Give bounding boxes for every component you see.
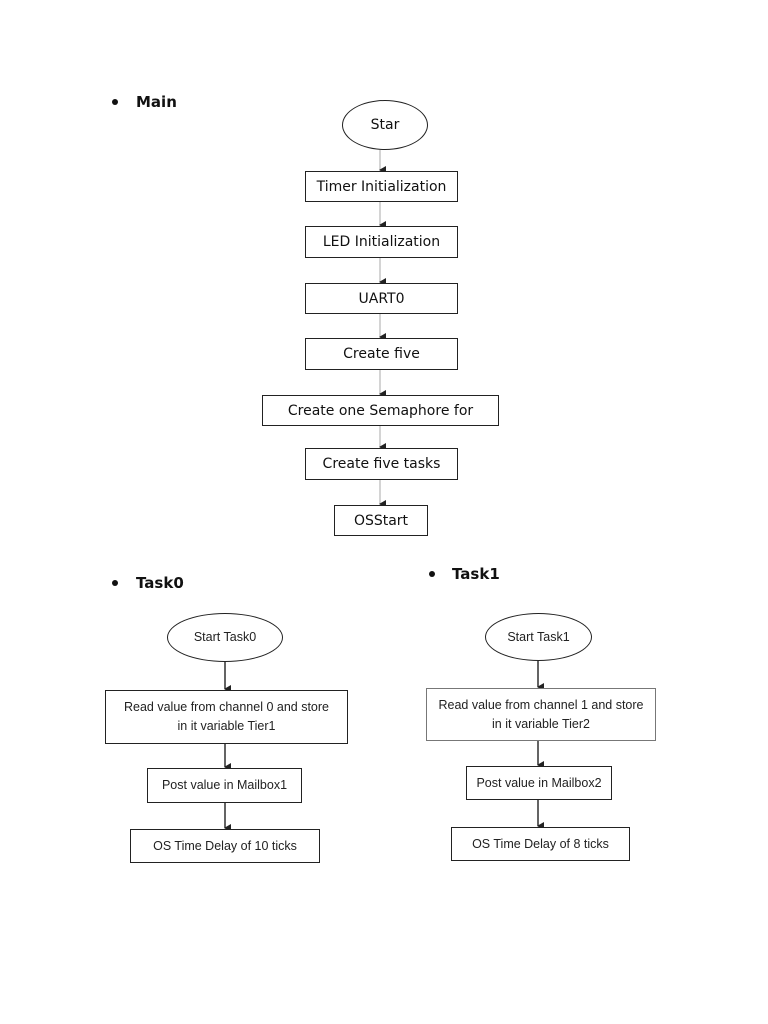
- task0-delay-step: OS Time Delay of 10 ticks: [130, 829, 320, 863]
- step-led-init: LED Initialization: [305, 226, 458, 258]
- step-create-semaphore: Create one Semaphore for: [262, 395, 499, 426]
- task0-start-node: Start Task0: [167, 613, 283, 662]
- task0-read-step: Read value from channel 0 and store in i…: [105, 690, 348, 744]
- task1-delay-step: OS Time Delay of 8 ticks: [451, 827, 630, 861]
- step-create-tasks: Create five tasks: [305, 448, 458, 480]
- start-node: Star: [342, 100, 428, 150]
- step-timer-init: Timer Initialization: [305, 171, 458, 202]
- step-uart-init: UART0: [305, 283, 458, 314]
- task1-start-node: Start Task1: [485, 613, 592, 661]
- task1-heading: Task1: [452, 565, 500, 583]
- step-osstart: OSStart: [334, 505, 428, 536]
- bullet-icon: [112, 580, 118, 586]
- task1-read-step: Read value from channel 1 and store in i…: [426, 688, 656, 741]
- bullet-icon: [429, 571, 435, 577]
- task0-post-step: Post value in Mailbox1: [147, 768, 302, 803]
- bullet-icon: [112, 99, 118, 105]
- task0-heading: Task0: [136, 574, 184, 592]
- task1-post-step: Post value in Mailbox2: [466, 766, 612, 800]
- step-create-mailboxes: Create five: [305, 338, 458, 370]
- main-heading: Main: [136, 93, 177, 111]
